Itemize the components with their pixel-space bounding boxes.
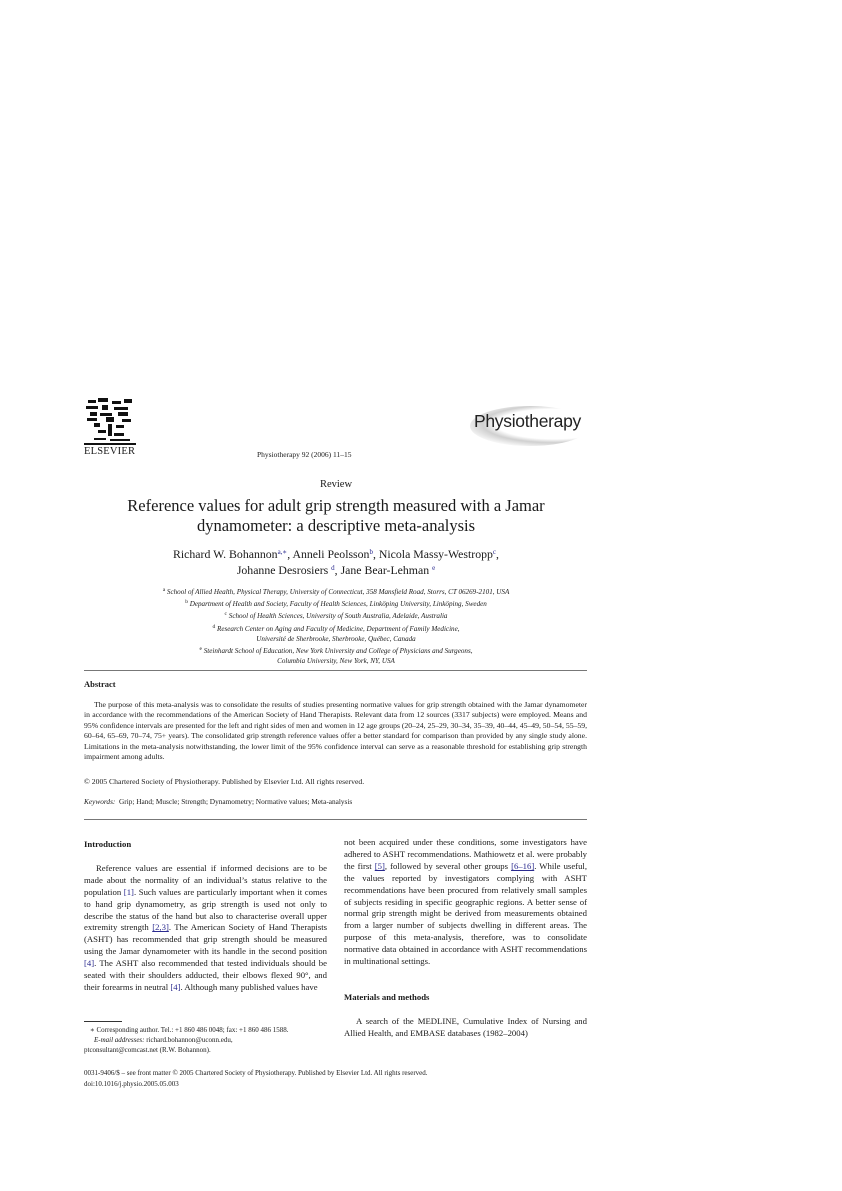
elsevier-logo: ELSEVIER — [84, 398, 138, 460]
title-line-2: dynamometer: a descriptive meta-analysis — [196, 516, 476, 535]
keywords-list: Grip; Hand; Muscle; Strength; Dynamometr… — [119, 797, 353, 806]
author-name: Richard W. Bohannon — [173, 547, 278, 561]
keywords: Keywords: Grip; Hand; Muscle; Strength; … — [84, 797, 352, 806]
corresponding-author-footnote: ∗ Corresponding author. Tel.: +1 860 486… — [84, 1025, 334, 1056]
keywords-label: Keywords: — [84, 797, 116, 806]
author-affiliation-link[interactable]: e — [432, 564, 436, 572]
email-link[interactable]: ptconsultant@comcast.net (R.W. Bohannon)… — [84, 1046, 211, 1055]
column-left: Introduction Reference values are essent… — [84, 839, 327, 994]
doi-link[interactable]: doi:10.1016/j.physio.2005.05.003 — [84, 1079, 179, 1088]
email-label: E-mail addresses: — [94, 1036, 145, 1045]
divider — [84, 670, 587, 671]
column-right: not been acquired under these conditions… — [344, 837, 587, 1040]
journal-citation: Physiotherapy 92 (2006) 11–15 — [257, 450, 352, 459]
footnote-contact: ∗ Corresponding author. Tel.: +1 860 486… — [90, 1026, 289, 1034]
affiliation-item: Université de Sherbrooke, Sherbrooke, Qu… — [256, 634, 416, 643]
intro-paragraph-continued: not been acquired under these conditions… — [344, 837, 587, 967]
citation-link[interactable]: [5] — [374, 860, 385, 871]
front-matter: 0031-9406/$ – see front matter © 2005 Ch… — [84, 1068, 428, 1089]
abstract-body: The purpose of this meta-analysis was to… — [84, 700, 587, 762]
affiliation-item: d Research Center on Aging and Faculty o… — [212, 623, 460, 633]
abstract-copyright: © 2005 Chartered Society of Physiotherap… — [84, 777, 365, 786]
section-heading-methods: Materials and methods — [344, 991, 430, 1002]
separator: , — [287, 547, 293, 561]
author-name: Anneli Peolsson — [292, 547, 370, 561]
methods-paragraph: A search of the MEDLINE, Cumulative Inde… — [344, 1015, 587, 1038]
author-name: Jane Bear-Lehman — [340, 563, 430, 577]
abstract-heading: Abstract — [84, 679, 116, 689]
divider — [84, 819, 587, 820]
separator: , — [372, 547, 379, 561]
intro-paragraph: Reference values are essential if inform… — [84, 862, 327, 992]
swoosh-icon — [470, 406, 590, 446]
elsevier-tree-icon — [84, 398, 136, 446]
author-affiliation-link[interactable]: c — [492, 548, 497, 556]
physiotherapy-journal-logo: Physiotherapy — [466, 402, 590, 446]
issn-line: 0031-9406/$ – see front matter © 2005 Ch… — [84, 1069, 428, 1077]
separator: , — [496, 547, 499, 561]
title-line-1: Reference values for adult grip strength… — [127, 496, 545, 515]
affiliation-item: b Department of Health and Society, Facu… — [185, 599, 487, 609]
article-type: Review — [319, 479, 353, 490]
citation-link[interactable]: [4] — [84, 958, 95, 969]
journal-logo-text: Physiotherapy — [474, 411, 581, 431]
citation-link[interactable]: [2,3] — [152, 922, 169, 933]
footnote-rule — [84, 1021, 122, 1022]
author-affiliation-link[interactable]: b — [369, 548, 373, 556]
separator: , — [334, 563, 341, 577]
affiliation-item: c School of Health Sciences, University … — [224, 611, 448, 621]
abstract-text: The purpose of this meta-analysis was to… — [84, 700, 587, 762]
article-title: Reference values for adult grip strength… — [84, 496, 588, 536]
section-heading-introduction: Introduction — [84, 839, 132, 849]
email-link[interactable]: richard.bohannon@uconn.edu, — [144, 1036, 233, 1045]
affiliation-item: Columbia University, New York, NY, USA — [277, 657, 395, 666]
affiliations: a School of Allied Health, Physical Ther… — [84, 585, 588, 666]
author-affiliation-link[interactable]: a,∗ — [277, 548, 288, 556]
elsevier-wordmark: ELSEVIER — [84, 446, 136, 457]
author-affiliation-link[interactable]: d — [331, 564, 335, 572]
affiliation-item: a School of Allied Health, Physical Ther… — [162, 587, 510, 596]
citation-link[interactable]: [1] — [123, 886, 134, 897]
affiliation-item: e Steinhardt School of Education, New Yo… — [199, 646, 473, 656]
author-name: Nicola Massy-Westropp — [378, 547, 493, 561]
author-list: Richard W. Bohannona,∗, Anneli Peolssonb… — [84, 546, 588, 578]
author-name: Johanne Desrosiers — [236, 563, 329, 577]
citation-link[interactable]: [6–16] — [511, 860, 535, 871]
citation-link[interactable]: [4] — [170, 981, 181, 992]
